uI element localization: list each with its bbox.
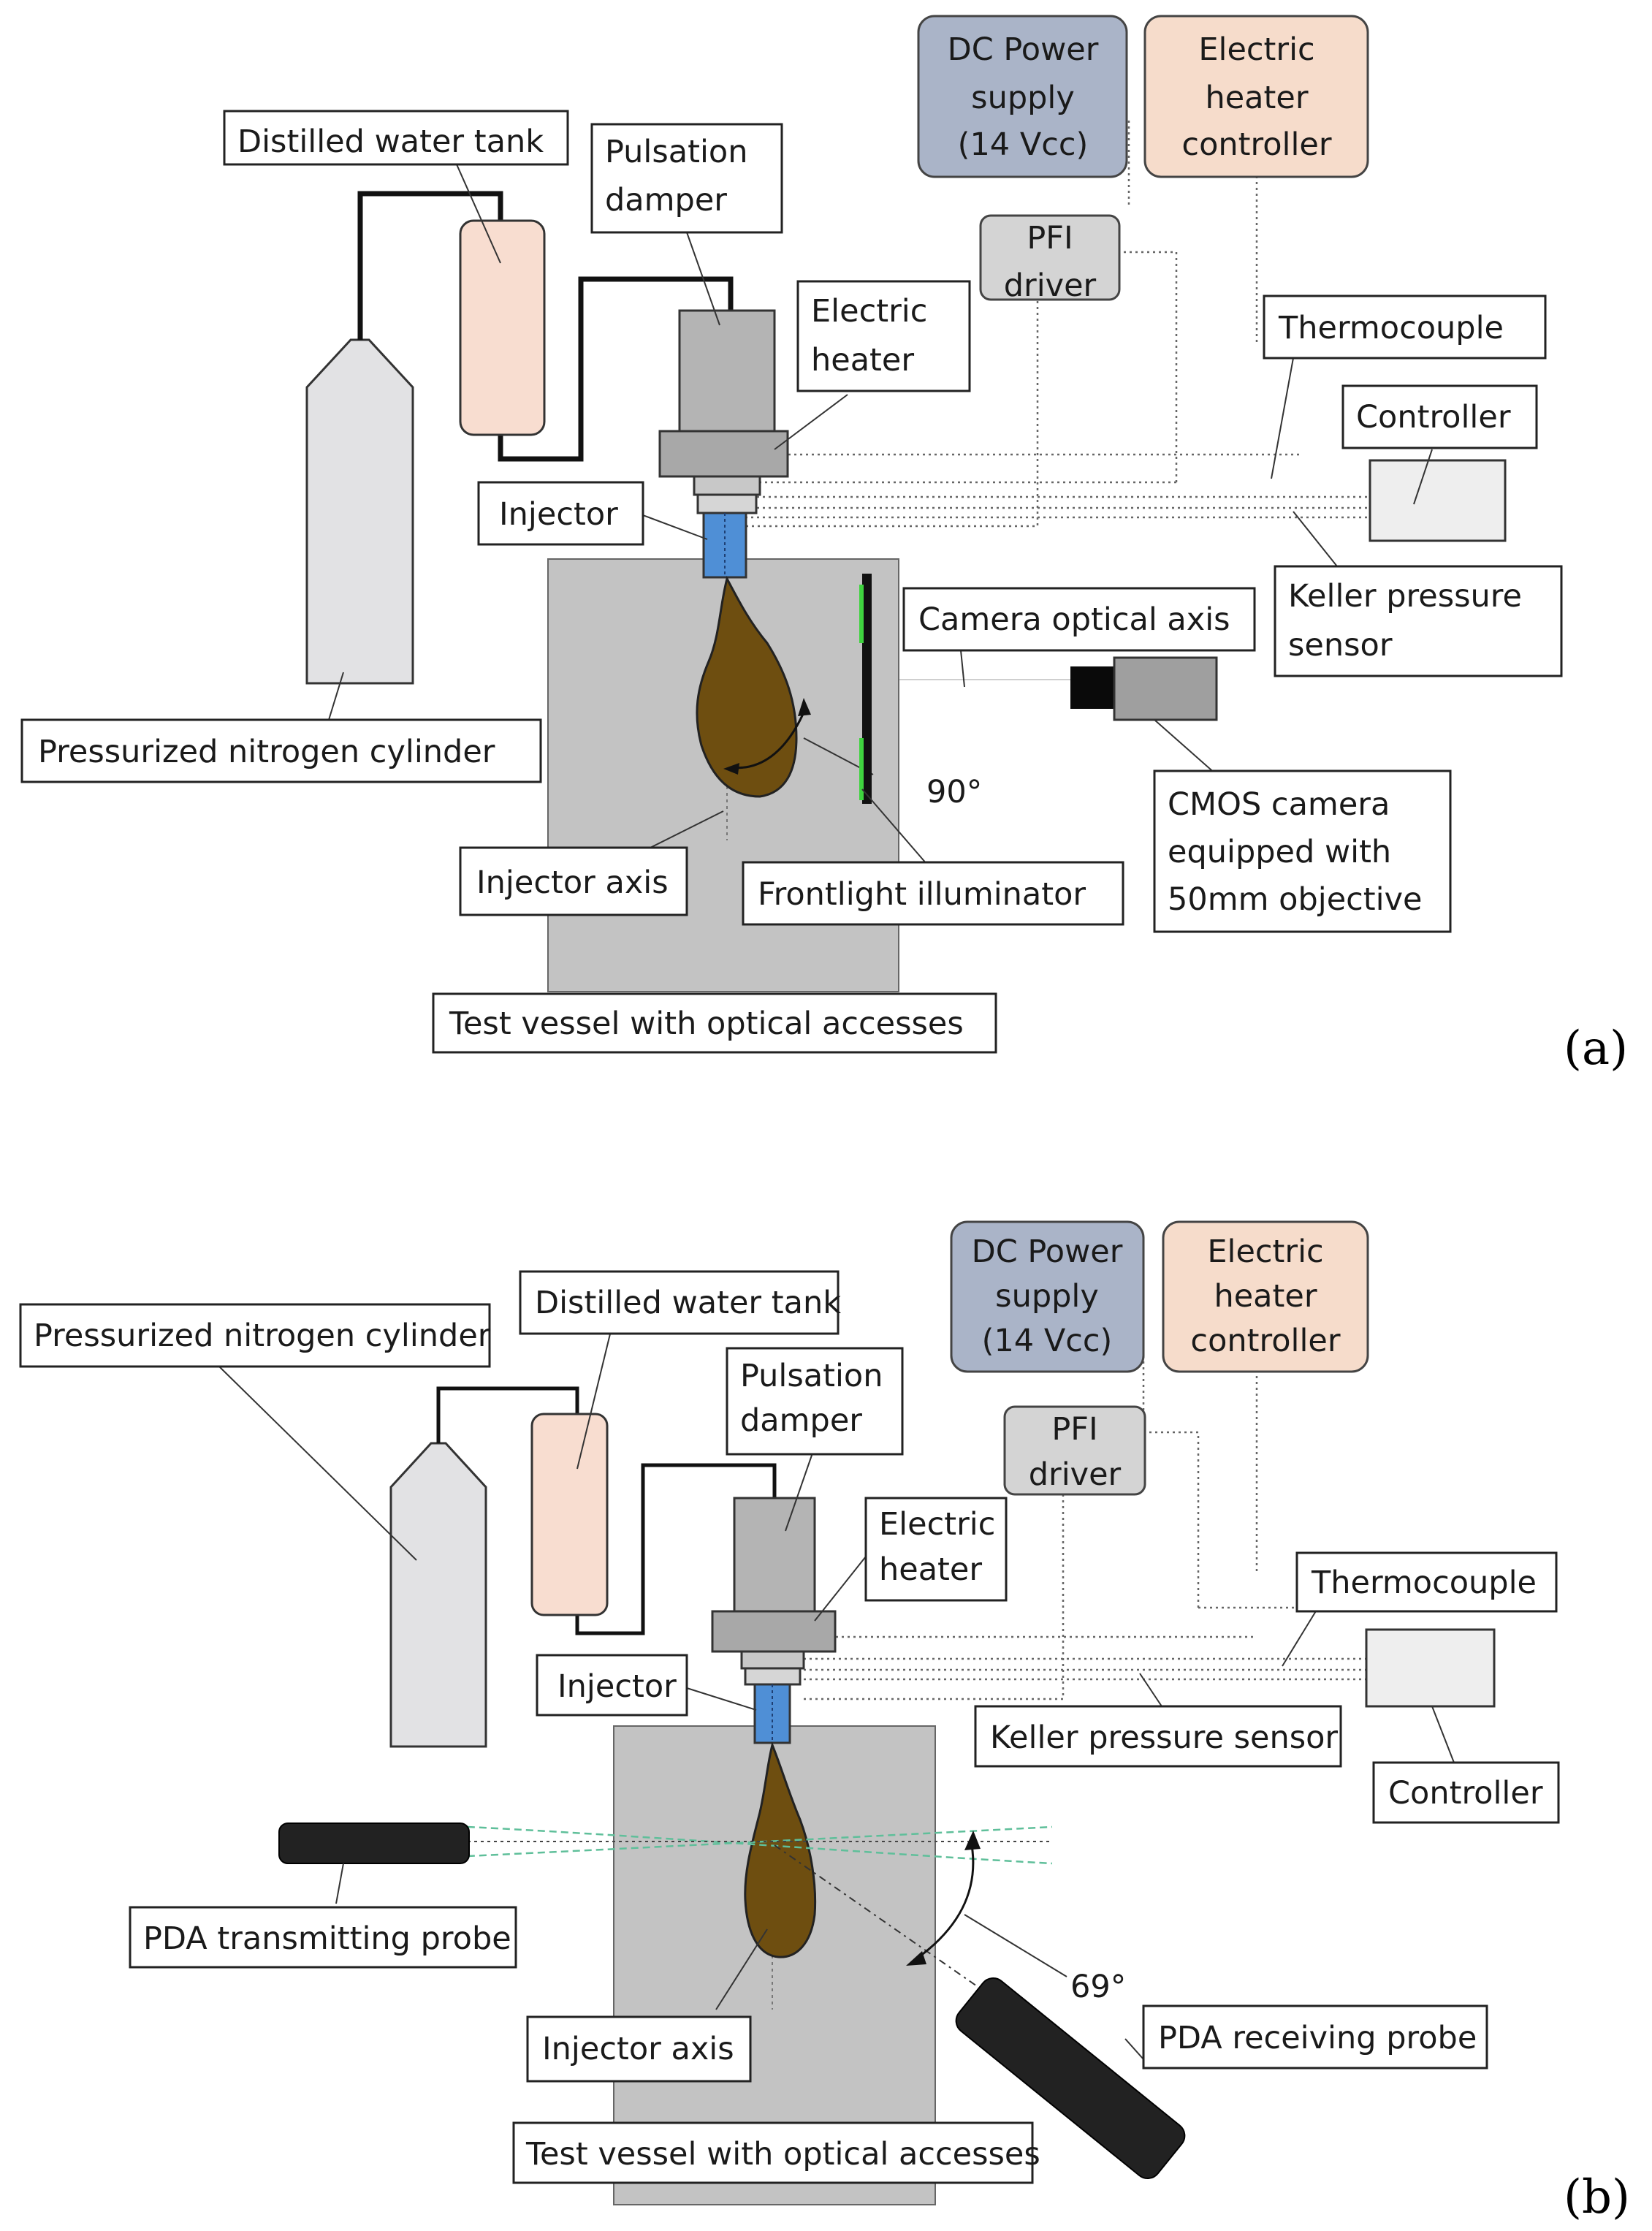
panel-a-signal-lines bbox=[745, 121, 1374, 680]
nitrogen-cylinder-b bbox=[389, 1442, 487, 1748]
angle-label-a: 90° bbox=[926, 774, 982, 810]
pulsation-damper-label-a: Pulsation bbox=[605, 134, 748, 170]
heater-controller-b bbox=[1162, 1220, 1369, 1373]
pulsation-damper-label-a-2: damper bbox=[605, 182, 727, 218]
nitrogen-cylinder-label-b: Pressurized nitrogen cylinder bbox=[34, 1318, 491, 1354]
pfi-driver-box-b bbox=[1003, 1405, 1146, 1496]
dc-power-line3-a: (14 Vcc) bbox=[958, 126, 1089, 163]
pipe-cylinder-tank-b bbox=[436, 1386, 579, 1443]
dc-power-line2-a: supply bbox=[971, 80, 1075, 116]
cmos-camera-label-a-3: 50mm objective bbox=[1168, 881, 1423, 918]
dc-power-line3-b: (14 Vcc) bbox=[982, 1323, 1113, 1359]
thermocouple-label-a: Thermocouple bbox=[1278, 310, 1504, 346]
dc-power-supply-b bbox=[950, 1220, 1145, 1373]
pulsation-damper-b bbox=[733, 1497, 816, 1613]
thermocouple-label-b: Thermocouple bbox=[1311, 1565, 1537, 1601]
frontlight-illuminator-label-a: Frontlight illuminator bbox=[758, 876, 1086, 913]
pipe-tank-damper-a bbox=[498, 276, 734, 462]
pulsation-damper-label-b-2: damper bbox=[740, 1402, 862, 1439]
pfi-driver-label-b: PFI bbox=[1051, 1411, 1097, 1448]
panel-a-leaders bbox=[328, 164, 1433, 870]
pulsation-damper-label-b: Pulsation bbox=[740, 1358, 883, 1394]
pipe-tank-damper-b bbox=[575, 1463, 777, 1635]
keller-sensor-label-a-2: sensor bbox=[1288, 627, 1393, 664]
pulsation-damper-a bbox=[678, 309, 776, 433]
heater-controller-line2-a: heater bbox=[1205, 80, 1308, 116]
pda-receiving-probe-b bbox=[955, 1977, 1186, 2180]
distilled-water-tank-label-b: Distilled water tank bbox=[535, 1285, 841, 1321]
injector-axis-label-a: Injector axis bbox=[476, 864, 669, 901]
cmos-camera-label-a-2: equipped with bbox=[1168, 834, 1391, 870]
pipe-cylinder-tank-a bbox=[357, 191, 503, 340]
injector-label-b: Injector bbox=[557, 1668, 677, 1705]
pfi-driver-label-a-2: driver bbox=[1004, 267, 1097, 304]
laser-beams-b bbox=[467, 1825, 1053, 1865]
pfi-driver-box-a bbox=[979, 214, 1121, 301]
test-vessel-label-b: Test vessel with optical accesses bbox=[525, 2136, 1040, 2173]
pda-transmitting-probe-b bbox=[278, 1823, 470, 1864]
electric-heater-label-b: Electric bbox=[879, 1506, 995, 1543]
panel-b: PFI driver DC Power supply (14 Vcc) Elec… bbox=[19, 1220, 1630, 2224]
electric-heater-a bbox=[658, 430, 789, 478]
pfi-driver-label-b-2: driver bbox=[1029, 1456, 1122, 1493]
electric-heater-label-a-2: heater bbox=[811, 342, 914, 379]
dc-power-supply-a bbox=[917, 15, 1128, 178]
camera-optical-axis-label-a: Camera optical axis bbox=[918, 601, 1230, 638]
keller-sensor-label-b: Keller pressure sensor bbox=[990, 1719, 1338, 1756]
cmos-camera-label-a: CMOS camera bbox=[1168, 786, 1390, 823]
nitrogen-cylinder-label-a: Pressurized nitrogen cylinder bbox=[38, 734, 495, 770]
spray-plume-a bbox=[696, 575, 798, 798]
heater-controller-line3-a: controller bbox=[1181, 126, 1331, 163]
controller-label-a: Controller bbox=[1356, 399, 1511, 436]
keller-sensor-label-a: Keller pressure bbox=[1288, 578, 1522, 615]
distilled-water-tank-a bbox=[459, 219, 546, 436]
panel-label-b: (b) bbox=[1564, 2170, 1630, 2224]
injector-label-a: Injector bbox=[499, 496, 618, 533]
spray-plume-b bbox=[744, 1741, 817, 1958]
nitrogen-cylinder-a bbox=[305, 338, 414, 685]
test-vessel-label-a: Test vessel with optical accesses bbox=[449, 1006, 964, 1042]
angle-label-b: 69° bbox=[1070, 1969, 1126, 2005]
dc-power-line2-b: supply bbox=[995, 1278, 1099, 1315]
pfi-driver-label-a: PFI bbox=[1027, 220, 1073, 256]
panel-label-a: (a) bbox=[1564, 1022, 1628, 1076]
dc-power-line1-a: DC Power bbox=[948, 31, 1099, 68]
electric-heater-label-b-2: heater bbox=[879, 1551, 982, 1588]
frontlight-illuminator-a bbox=[859, 574, 872, 804]
heater-controller-a bbox=[1143, 15, 1369, 178]
heater-controller-line2-b: heater bbox=[1214, 1278, 1317, 1315]
heater-controller-line1-a: Electric bbox=[1198, 31, 1314, 68]
electric-heater-b bbox=[711, 1610, 837, 1653]
cmos-camera-a bbox=[1070, 656, 1218, 721]
heater-controller-line1-b: Electric bbox=[1207, 1234, 1323, 1270]
panel-a: PFI driver DC Power supply (14 Vcc) Elec… bbox=[20, 15, 1628, 1076]
dc-power-line1-b: DC Power bbox=[972, 1234, 1123, 1270]
injector-axis-label-b: Injector axis bbox=[542, 2031, 734, 2067]
heater-controller-line3-b: controller bbox=[1190, 1323, 1340, 1359]
controller-label-b: Controller bbox=[1388, 1775, 1543, 1812]
pda-receiving-probe-label-b: PDA receiving probe bbox=[1158, 2020, 1477, 2056]
pda-transmitting-probe-label-b: PDA transmitting probe bbox=[143, 1920, 511, 1957]
distilled-water-tank-b bbox=[530, 1413, 609, 1616]
electric-heater-label-a: Electric bbox=[811, 293, 927, 330]
controller-device-a bbox=[1369, 459, 1507, 542]
distilled-water-tank-label-a: Distilled water tank bbox=[237, 123, 544, 160]
controller-device-b bbox=[1365, 1628, 1496, 1708]
panel-b-signal-lines bbox=[804, 1356, 1366, 1700]
